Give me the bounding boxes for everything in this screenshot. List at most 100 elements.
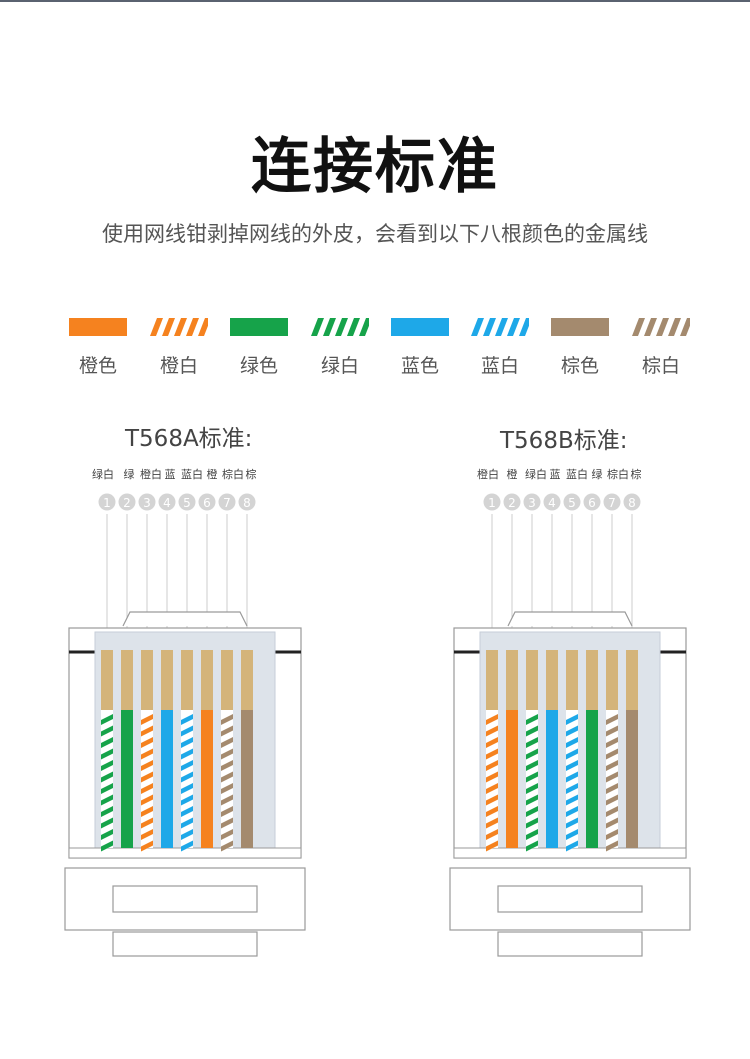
- wire: [161, 650, 173, 848]
- legend-item: 棕色: [540, 318, 620, 378]
- pin-number: 5: [183, 496, 191, 510]
- pin-number: 1: [103, 496, 111, 510]
- wire-header-label: 绿白: [92, 467, 114, 481]
- wire-stripe: [221, 794, 233, 806]
- swatch-stripe: [162, 318, 175, 336]
- wire-stripe: [181, 829, 193, 840]
- wire-stripe: [566, 771, 578, 783]
- wire-pin: [141, 650, 153, 710]
- legend-item: 棕白: [621, 318, 701, 378]
- wire-stripe: [181, 783, 193, 794]
- pin-number: 4: [548, 496, 556, 510]
- wire-insulation: [201, 710, 213, 848]
- wire-stripe: [566, 760, 578, 771]
- wire-stripe: [141, 806, 153, 817]
- wire-stripe: [221, 840, 233, 852]
- wire-stripe: [486, 794, 498, 806]
- wire-stripe: [566, 829, 578, 840]
- wire-stripe: [221, 817, 233, 829]
- wire-stripe: [221, 725, 233, 737]
- wire-stripe: [566, 817, 578, 829]
- swatch-stripe: [644, 318, 657, 336]
- wire-stripe: [526, 806, 538, 817]
- wire-stripe: [221, 829, 233, 840]
- legend-swatch: [551, 318, 609, 336]
- wire: [201, 650, 213, 848]
- wire-stripe: [526, 817, 538, 829]
- plug-boot-tail: [497, 931, 643, 957]
- wire-stripe: [181, 771, 193, 783]
- pin-number: 7: [223, 496, 231, 510]
- swatch-stripe: [471, 318, 484, 336]
- swatch-stripe: [507, 318, 520, 336]
- wire-stripe: [101, 794, 113, 806]
- wire-stripe: [141, 737, 153, 748]
- page-subtitle: 使用网线钳剥掉网线的外皮，会看到以下八根颜色的金属线: [102, 222, 648, 246]
- wire-stripe: [101, 806, 113, 817]
- legend-label: 蓝色: [400, 355, 439, 377]
- pin-number-badge: [178, 493, 196, 511]
- pin-number: 5: [568, 496, 576, 510]
- wire: [586, 650, 598, 848]
- wire: [606, 650, 618, 852]
- wire-stripe: [566, 806, 578, 817]
- legend-swatch: [230, 318, 288, 336]
- wire-stripe: [101, 748, 113, 760]
- wire-stripe: [101, 725, 113, 737]
- wire-pin: [486, 650, 498, 710]
- wire-stripe: [101, 817, 113, 829]
- wire-stripe: [141, 725, 153, 737]
- wire-header-label: 绿: [592, 467, 603, 481]
- wire-stripe: [101, 829, 113, 840]
- wire-stripe: [181, 725, 193, 737]
- swatch-stripe: [359, 318, 369, 336]
- wire-pin: [101, 650, 113, 710]
- wire-stripe: [526, 725, 538, 737]
- wire-stripe: [221, 771, 233, 783]
- wires: [101, 650, 253, 852]
- wire-insulation: [121, 710, 133, 848]
- wire-header-labels: 绿白绿橙白蓝蓝白橙棕白棕: [92, 467, 257, 481]
- swatch-fill: [230, 318, 288, 336]
- wire-stripe: [181, 748, 193, 760]
- wire-pin: [526, 650, 538, 710]
- wire-stripe: [526, 840, 538, 852]
- swatch-stripe: [668, 318, 681, 336]
- wire-insulation: [586, 710, 598, 848]
- wire-stripe: [141, 794, 153, 806]
- wire-stripe: [526, 737, 538, 748]
- wire-header-label: 绿白: [525, 467, 547, 481]
- legend-item: 绿色: [219, 318, 299, 378]
- wire-stripe: [181, 737, 193, 748]
- wire-stripe: [526, 829, 538, 840]
- wire-stripe: [606, 771, 618, 783]
- wire-stripe: [141, 829, 153, 840]
- wire: [181, 650, 193, 852]
- pin-number: 3: [143, 496, 151, 510]
- swatch-stripe: [680, 318, 690, 336]
- pin-number-badge: [543, 493, 561, 511]
- wire-stripe: [526, 760, 538, 771]
- pin-number-badge: [158, 493, 176, 511]
- wire-stripe: [221, 737, 233, 748]
- wire-stripe: [566, 840, 578, 852]
- wire-stripe: [566, 714, 578, 725]
- wire-stripe: [606, 840, 618, 852]
- wire: [241, 650, 253, 848]
- pin-number-badge: [563, 493, 581, 511]
- pin-number: 1: [488, 496, 496, 510]
- pin-number-badge: [238, 493, 256, 511]
- wire-pin: [606, 650, 618, 710]
- wire-stripe: [101, 714, 113, 725]
- legend-swatch: [150, 318, 208, 336]
- wire-stripe: [606, 737, 618, 748]
- swatch-stripe: [632, 318, 645, 336]
- wire-stripe: [181, 760, 193, 771]
- wire-stripe: [181, 817, 193, 829]
- wire-insulation: [241, 710, 253, 848]
- wire-stripe: [181, 714, 193, 725]
- pin-number: 6: [203, 496, 211, 510]
- wire-stripe: [221, 806, 233, 817]
- wire-stripe: [141, 760, 153, 771]
- wire: [221, 650, 233, 852]
